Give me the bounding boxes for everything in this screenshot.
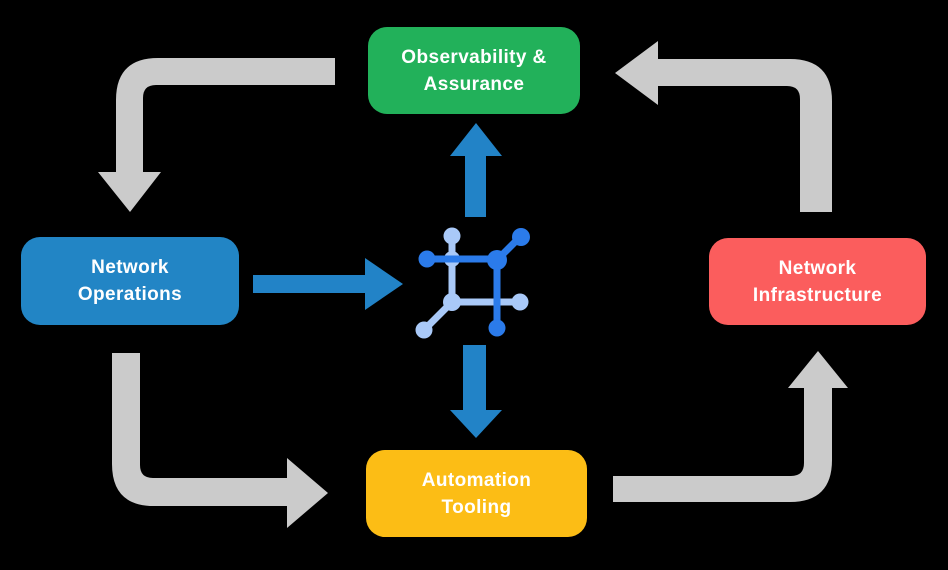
fabric-node-right [511,293,529,311]
arrow-operations-to-center [253,258,403,310]
observability-assurance-label-line2: Assurance [423,73,525,95]
arrow-observability-to-operations [98,58,335,212]
automation-tooling-label-line2: Tooling [441,496,512,518]
network-fabric-icon [415,227,530,339]
arrow-center-to-observability [450,123,502,217]
fabric-node-bottom [488,319,506,337]
fabric-joint-top-right [487,250,507,270]
observability-assurance-label-line1: Observability & [401,46,547,68]
network-infrastructure-label-line1: Network [778,257,857,279]
fabric-node-left [418,250,436,268]
arrow-automation-to-infrastructure [613,351,848,502]
network-operations-node: Network Operations [21,237,239,325]
network-infrastructure-label-line2: Infrastructure [752,284,883,306]
arrow-center-to-automation [450,345,502,438]
network-operations-label-line2: Operations [77,284,183,305]
arrow-operations-to-automation [112,353,328,528]
fabric-node-top-right [512,228,530,246]
automation-tooling-label-line1: Automation [421,469,532,491]
automation-tooling-node: Automation Tooling [366,450,587,537]
fabric-node-bottom-left [415,321,433,339]
network-operations-label-line1: Network [91,257,169,278]
arrow-infrastructure-to-observability [615,41,832,212]
fabric-node-top [443,227,461,245]
fabric-joint-bottom-left [443,293,461,311]
network-infrastructure-node: Network Infrastructure [709,238,926,325]
observability-assurance-node: Observability & Assurance [368,27,580,114]
